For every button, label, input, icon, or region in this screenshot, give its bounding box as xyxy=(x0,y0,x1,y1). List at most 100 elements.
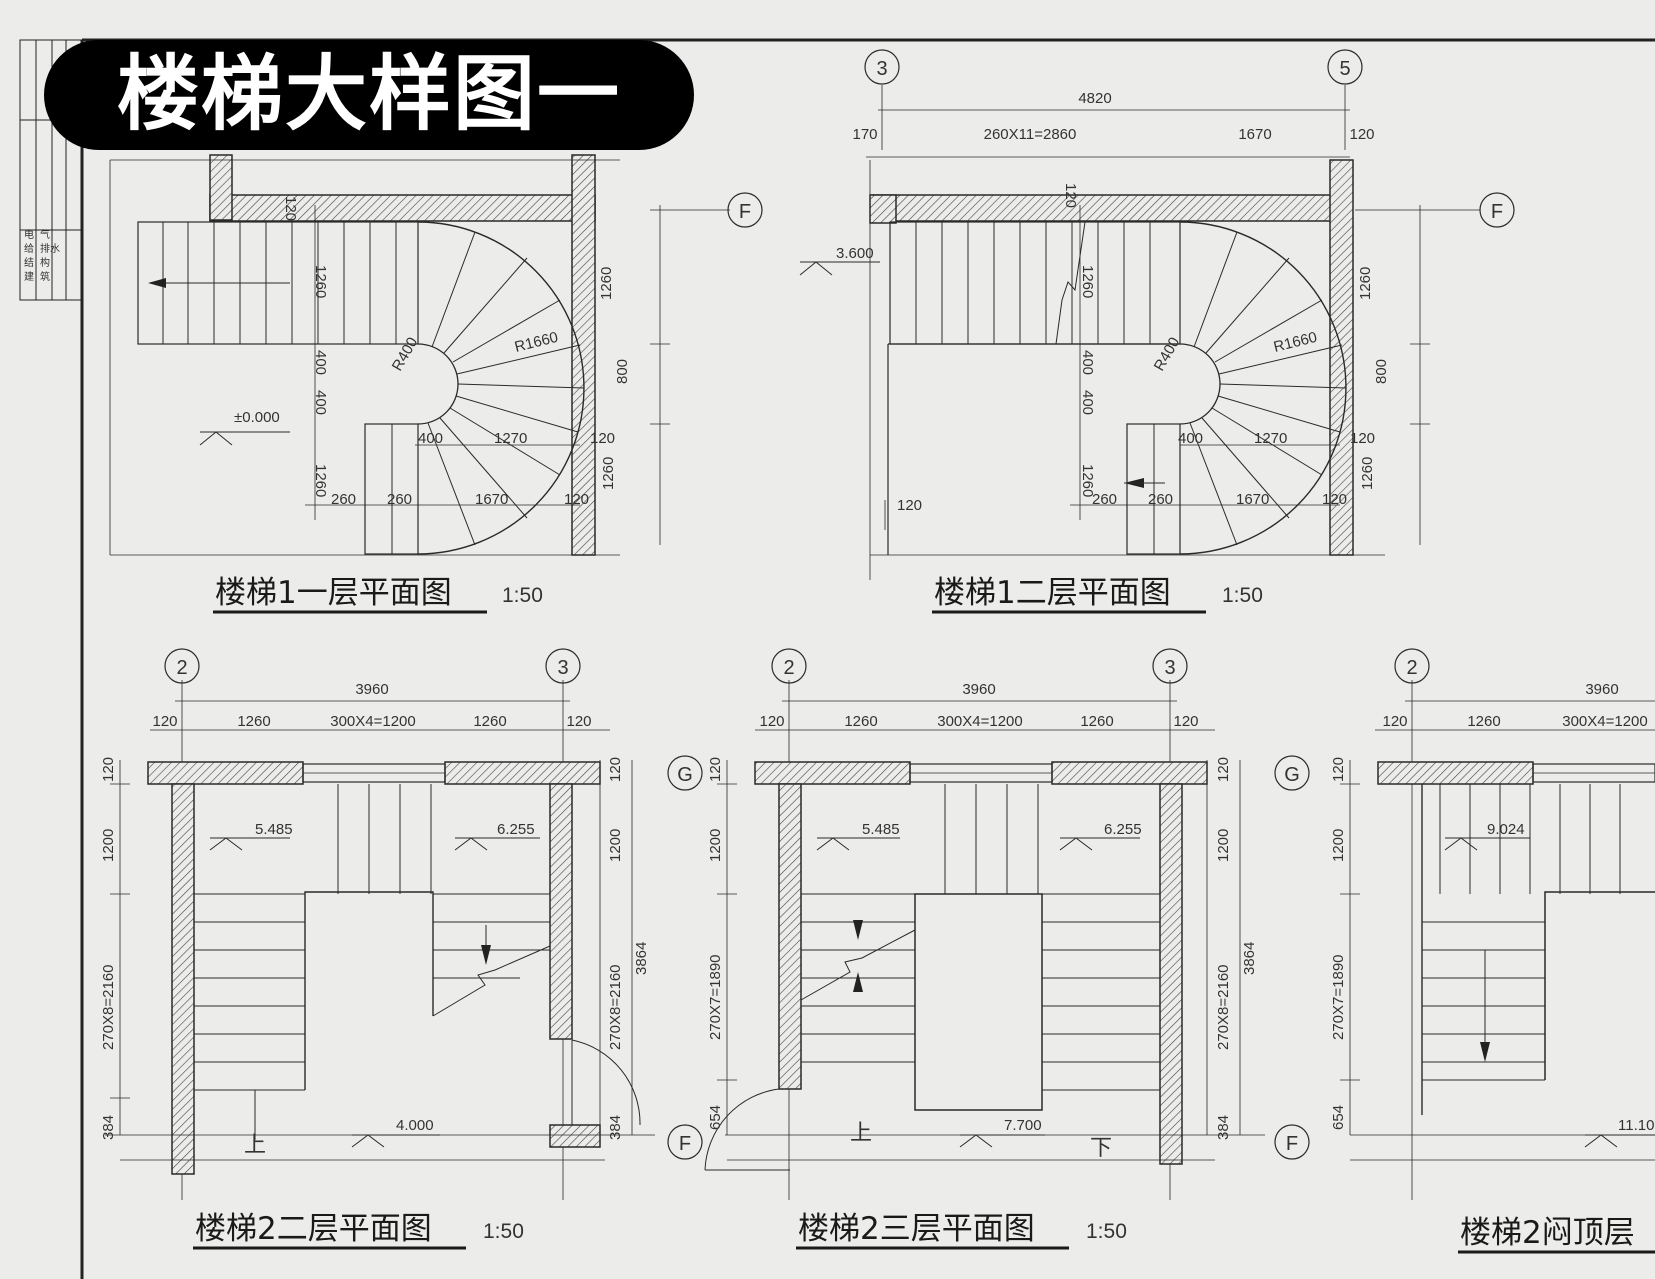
dim-label: 1270 xyxy=(1254,430,1287,447)
level-label: ±0.000 xyxy=(234,409,280,426)
grid-bubble-label: 3 xyxy=(1164,657,1175,679)
dim-label: 120 xyxy=(1382,713,1407,730)
dim-label: 654 xyxy=(707,1105,724,1130)
dim-label: 1260 xyxy=(1357,267,1374,300)
dim-top-total: 3960 xyxy=(962,681,995,698)
dim-label: 120 xyxy=(566,713,591,730)
plan-scale: 1:50 xyxy=(483,1220,524,1243)
plan-stair1-floor2-labels: 4820 170 260X11=2860 1670 120 120 1260 4… xyxy=(836,90,1390,514)
dim-label: 270X8=2160 xyxy=(100,964,117,1050)
grid-bubble-label: 3 xyxy=(876,58,887,80)
dim-label: 270X8=2160 xyxy=(1215,964,1232,1050)
dim-label: 1260 xyxy=(1079,464,1096,497)
title-block-text: 建 结 给 电 筑 构 排水 气 xyxy=(24,228,60,283)
dim-label: 654 xyxy=(1330,1105,1347,1130)
plan-title: 楼梯1一层平面图 xyxy=(215,575,452,611)
dim-label: 400 xyxy=(1178,430,1203,447)
grid-bubble-label: 2 xyxy=(783,657,794,679)
grid-bubble-3-plan4: 3 xyxy=(1152,648,1188,684)
dim-label: 120 xyxy=(152,713,177,730)
grid-bubble-label: 2 xyxy=(1406,657,1417,679)
dim-label: 1260 xyxy=(600,457,617,490)
plan-stair1-floor2-title: 楼梯1二层平面图 1:50 xyxy=(932,575,1263,614)
dim-label: 800 xyxy=(1373,359,1390,384)
plan-stair2-floor3 xyxy=(704,680,1265,1200)
plan-title: 楼梯1二层平面图 xyxy=(934,575,1171,611)
dim-label: 1260 xyxy=(473,713,506,730)
dim-label: 400 xyxy=(312,350,329,375)
grid-bubble-label: F xyxy=(1491,201,1503,223)
dim-label: 1260 xyxy=(598,267,615,300)
dim-label: 260 xyxy=(1148,491,1173,508)
dim-label: 1200 xyxy=(1330,829,1347,862)
dim-label: 1260 xyxy=(312,265,329,298)
dim-label: 1260 xyxy=(1467,713,1500,730)
dim-label: 3864 xyxy=(1241,942,1258,975)
dim-label: 120 xyxy=(1062,183,1079,208)
dim-label: 1200 xyxy=(607,829,624,862)
title-banner: 楼梯大样图一 xyxy=(44,40,694,150)
plan-title: 楼梯2二层平面图 xyxy=(195,1211,432,1247)
grid-bubble-G-plan3: G xyxy=(667,755,703,791)
grid-bubble-F-plan3: F xyxy=(667,1124,703,1160)
dim-label: 384 xyxy=(607,1115,624,1140)
grid-bubble-label: 5 xyxy=(1339,58,1350,80)
grid-bubble-2-plan5: 2 xyxy=(1394,648,1430,684)
level-label: 3.600 xyxy=(836,245,874,262)
grid-bubble-F-plan2: F xyxy=(1479,192,1515,228)
title-block-row2-3: 排水 xyxy=(40,242,60,255)
grid-bubble-label: 2 xyxy=(176,657,187,679)
grid-bubble-F-plan4: F xyxy=(1274,1124,1310,1160)
title-block-row2-2: 构 xyxy=(40,256,50,269)
title-block-row-3: 给 xyxy=(24,242,34,255)
dim-label: 1260 xyxy=(844,713,877,730)
grid-bubble-label: F xyxy=(679,1133,691,1155)
dim-label: 120 xyxy=(1215,757,1232,782)
level-label: 4.000 xyxy=(396,1117,434,1134)
dim-label: 1260 xyxy=(1359,457,1376,490)
plan-stair2-attic-labels: 3960 120 1260 300X4=1200 120 1200 270X7=… xyxy=(1330,681,1654,1134)
plan-stair2-floor3-labels: 3960 120 1260 300X4=1200 1260 120 120 12… xyxy=(707,681,1258,1160)
dim-label: 270X8=2160 xyxy=(607,964,624,1050)
dim-label: 300X4=1200 xyxy=(1562,713,1648,730)
plan-title: 楼梯2闷顶层 xyxy=(1460,1215,1635,1251)
dim-label: R400 xyxy=(389,334,422,374)
dim-label: 1670 xyxy=(1238,126,1271,143)
level-label: 9.024 xyxy=(1487,821,1525,838)
dim-label: 120 xyxy=(1330,757,1347,782)
dim-label: 400 xyxy=(418,430,443,447)
grid-bubble-label: G xyxy=(677,764,693,786)
grid-bubble-3-top: 3 xyxy=(864,49,900,85)
plan-stair1-floor1-title: 楼梯1一层平面图 1:50 xyxy=(213,575,543,614)
dim-label: 1200 xyxy=(707,829,724,862)
plan-scale: 1:50 xyxy=(1086,1220,1127,1243)
dim-label: 1260 xyxy=(1080,713,1113,730)
dim-label: 120 xyxy=(1322,491,1347,508)
dim-top-total: 4820 xyxy=(1078,90,1111,107)
dim-label: R400 xyxy=(1151,334,1184,374)
dim-label: 384 xyxy=(100,1115,117,1140)
plan-scale: 1:50 xyxy=(502,584,543,607)
dim-label: 400 xyxy=(1079,390,1096,415)
grid-bubble-2-plan4: 2 xyxy=(771,648,807,684)
dim-label: 1260 xyxy=(237,713,270,730)
dim-label: 384 xyxy=(1215,1115,1232,1140)
dim-label: 120 xyxy=(1350,430,1375,447)
grid-bubble-2-plan3: 2 xyxy=(164,648,200,684)
dim-label: 120 xyxy=(590,430,615,447)
dim-top-total: 3960 xyxy=(355,681,388,698)
dim-label: 120 xyxy=(759,713,784,730)
title-block-row2-1: 筑 xyxy=(40,270,50,283)
plan-title: 楼梯2三层平面图 xyxy=(798,1211,1035,1247)
grid-bubble-label: G xyxy=(1284,764,1300,786)
dim-label: 1260 xyxy=(1079,265,1096,298)
dim-label: 400 xyxy=(312,390,329,415)
plan-stair2-floor2-labels: 3960 120 1260 300X4=1200 1260 120 120 12… xyxy=(100,681,650,1157)
page-title: 楼梯大样图一 xyxy=(116,47,621,142)
level-label: 5.485 xyxy=(862,821,900,838)
dim-label: 1270 xyxy=(494,430,527,447)
level-label: 7.700 xyxy=(1004,1117,1042,1134)
dim-label: 3864 xyxy=(633,942,650,975)
title-block-row2-4: 气 xyxy=(40,228,50,241)
